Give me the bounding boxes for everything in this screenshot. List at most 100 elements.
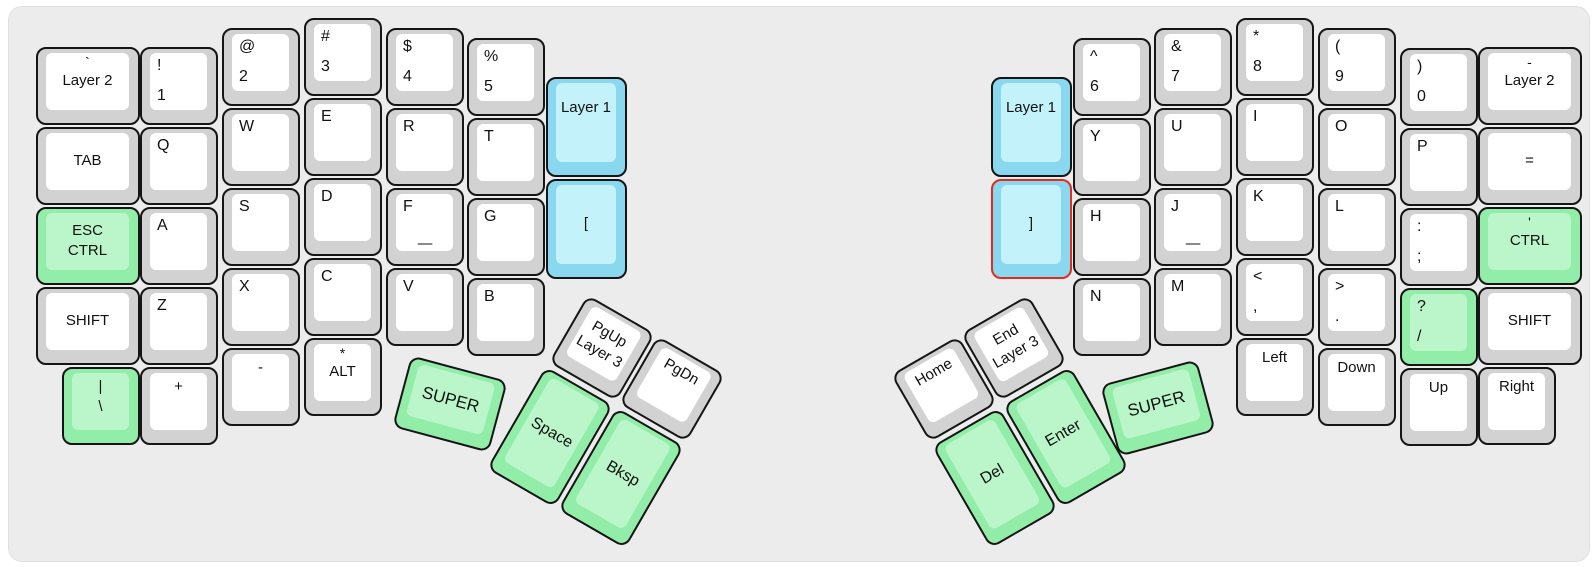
legend-line: ]	[1028, 215, 1034, 233]
key-5[interactable]: %5	[467, 38, 545, 116]
key-x[interactable]: X	[222, 268, 300, 346]
key-l[interactable]: L	[1318, 188, 1396, 266]
key-0[interactable]: )0	[1400, 48, 1478, 126]
keycap-face: SHIFT	[46, 293, 129, 350]
key-o[interactable]: O	[1318, 108, 1396, 186]
key-6[interactable]: ^6	[1073, 38, 1151, 116]
keycap-face: T	[477, 124, 534, 181]
key-9[interactable]: (9	[1318, 28, 1396, 106]
key-1[interactable]: !1	[140, 47, 218, 125]
legend-line: PgDn	[660, 355, 702, 389]
key-equals[interactable]: =	[1478, 127, 1582, 205]
keycap-face: H	[1083, 204, 1140, 261]
key-h[interactable]: H	[1073, 198, 1151, 276]
key-semicolon[interactable]: :;	[1400, 208, 1478, 286]
legend-top-left: @	[239, 38, 256, 55]
key-i[interactable]: I	[1236, 98, 1314, 176]
key-minus[interactable]: -	[222, 348, 300, 426]
key-quote-ctrl[interactable]: 'CTRL	[1478, 207, 1582, 285]
legend-top-left: L	[1335, 198, 1344, 215]
keycap-face: `Layer 2	[46, 53, 129, 110]
key-layer1-left[interactable]: Layer 1	[546, 77, 627, 177]
key-super-right[interactable]: SUPER	[1100, 359, 1216, 457]
key-alt[interactable]: *ALT	[304, 338, 382, 416]
legend-main: Up	[1410, 374, 1467, 431]
key-left-bracket[interactable]: [	[546, 179, 627, 279]
keycap-face: O	[1328, 114, 1385, 171]
legend-line: Layer 1	[560, 99, 612, 116]
key-t[interactable]: T	[467, 118, 545, 196]
key-4[interactable]: $4	[386, 28, 464, 106]
legend-top-left: !	[157, 57, 162, 74]
key-y[interactable]: Y	[1073, 118, 1151, 196]
key-f[interactable]: F	[386, 188, 464, 266]
legend-line: Home	[912, 355, 956, 390]
key-pipe-backslash[interactable]: |\	[62, 367, 140, 445]
key-d[interactable]: D	[304, 178, 382, 256]
keycap-face: F	[396, 194, 453, 251]
legend-main: =	[1488, 133, 1571, 190]
key-p[interactable]: P	[1400, 128, 1478, 206]
legend-main: Right	[1488, 373, 1545, 430]
key-v[interactable]: V	[386, 268, 464, 346]
key-m[interactable]: M	[1154, 268, 1232, 346]
key-8[interactable]: *8	[1236, 18, 1314, 96]
legend-top-left: I	[1253, 108, 1258, 125]
key-7[interactable]: &7	[1154, 28, 1232, 106]
key-layer2-left[interactable]: `Layer 2	[36, 47, 140, 125]
legend-top-left: U	[1171, 118, 1183, 135]
legend-top-left: G	[484, 208, 497, 225]
key-up-arrow[interactable]: Up	[1400, 368, 1478, 446]
key-left-arrow[interactable]: Left	[1236, 338, 1314, 416]
key-g[interactable]: G	[467, 198, 545, 276]
key-e[interactable]: E	[304, 98, 382, 176]
key-plus[interactable]: +	[140, 367, 218, 445]
key-down-arrow[interactable]: Down	[1318, 348, 1396, 426]
legend-top-left: V	[403, 278, 414, 295]
key-n[interactable]: N	[1073, 278, 1151, 356]
key-c[interactable]: C	[304, 258, 382, 336]
key-comma[interactable]: <,	[1236, 258, 1314, 336]
keycap-face: A	[150, 213, 207, 270]
key-q[interactable]: Q	[140, 127, 218, 205]
keycap-face: N	[1083, 284, 1140, 341]
legend-line: Down	[1337, 359, 1376, 376]
key-z[interactable]: Z	[140, 287, 218, 365]
legend-main: ALT	[314, 344, 371, 401]
key-r[interactable]: R	[386, 108, 464, 186]
legend-line: Right	[1498, 378, 1535, 395]
legend-line: SHIFT	[65, 312, 110, 330]
legend-main: Home	[902, 346, 980, 424]
key-s[interactable]: S	[222, 188, 300, 266]
homing-bar	[417, 242, 432, 245]
keycap-face: Y	[1083, 124, 1140, 181]
keycap-face: PgDn	[634, 345, 713, 424]
legend-top-left: J	[1171, 198, 1179, 215]
legend-main: ]	[1001, 185, 1061, 264]
key-k[interactable]: K	[1236, 178, 1314, 256]
keycap-face: -	[232, 354, 289, 411]
legend-top-left: D	[321, 188, 333, 205]
key-period[interactable]: >.	[1318, 268, 1396, 346]
key-layer2-right[interactable]: -Layer 2	[1478, 47, 1582, 125]
key-2[interactable]: @2	[222, 28, 300, 106]
key-w[interactable]: W	[222, 108, 300, 186]
key-right-bracket[interactable]: ]	[991, 179, 1072, 279]
key-b[interactable]: B	[467, 278, 545, 356]
legend-top-left: Q	[157, 137, 170, 154]
key-u[interactable]: U	[1154, 108, 1232, 186]
key-right-arrow[interactable]: Right	[1478, 367, 1556, 445]
key-super-left[interactable]: SUPER	[392, 355, 508, 453]
legend-main: CTRL	[1488, 213, 1571, 270]
keycap-face: &7	[1164, 34, 1221, 91]
key-3[interactable]: #3	[304, 18, 382, 96]
key-shift-left[interactable]: SHIFT	[36, 287, 140, 365]
key-slash[interactable]: ?/	[1400, 288, 1478, 366]
key-shift-right[interactable]: SHIFT	[1478, 287, 1582, 365]
legend-top-left: Z	[157, 297, 167, 314]
key-a[interactable]: A	[140, 207, 218, 285]
key-tab[interactable]: TAB	[36, 127, 140, 205]
key-layer1-right[interactable]: Layer 1	[991, 77, 1072, 177]
key-j[interactable]: J	[1154, 188, 1232, 266]
